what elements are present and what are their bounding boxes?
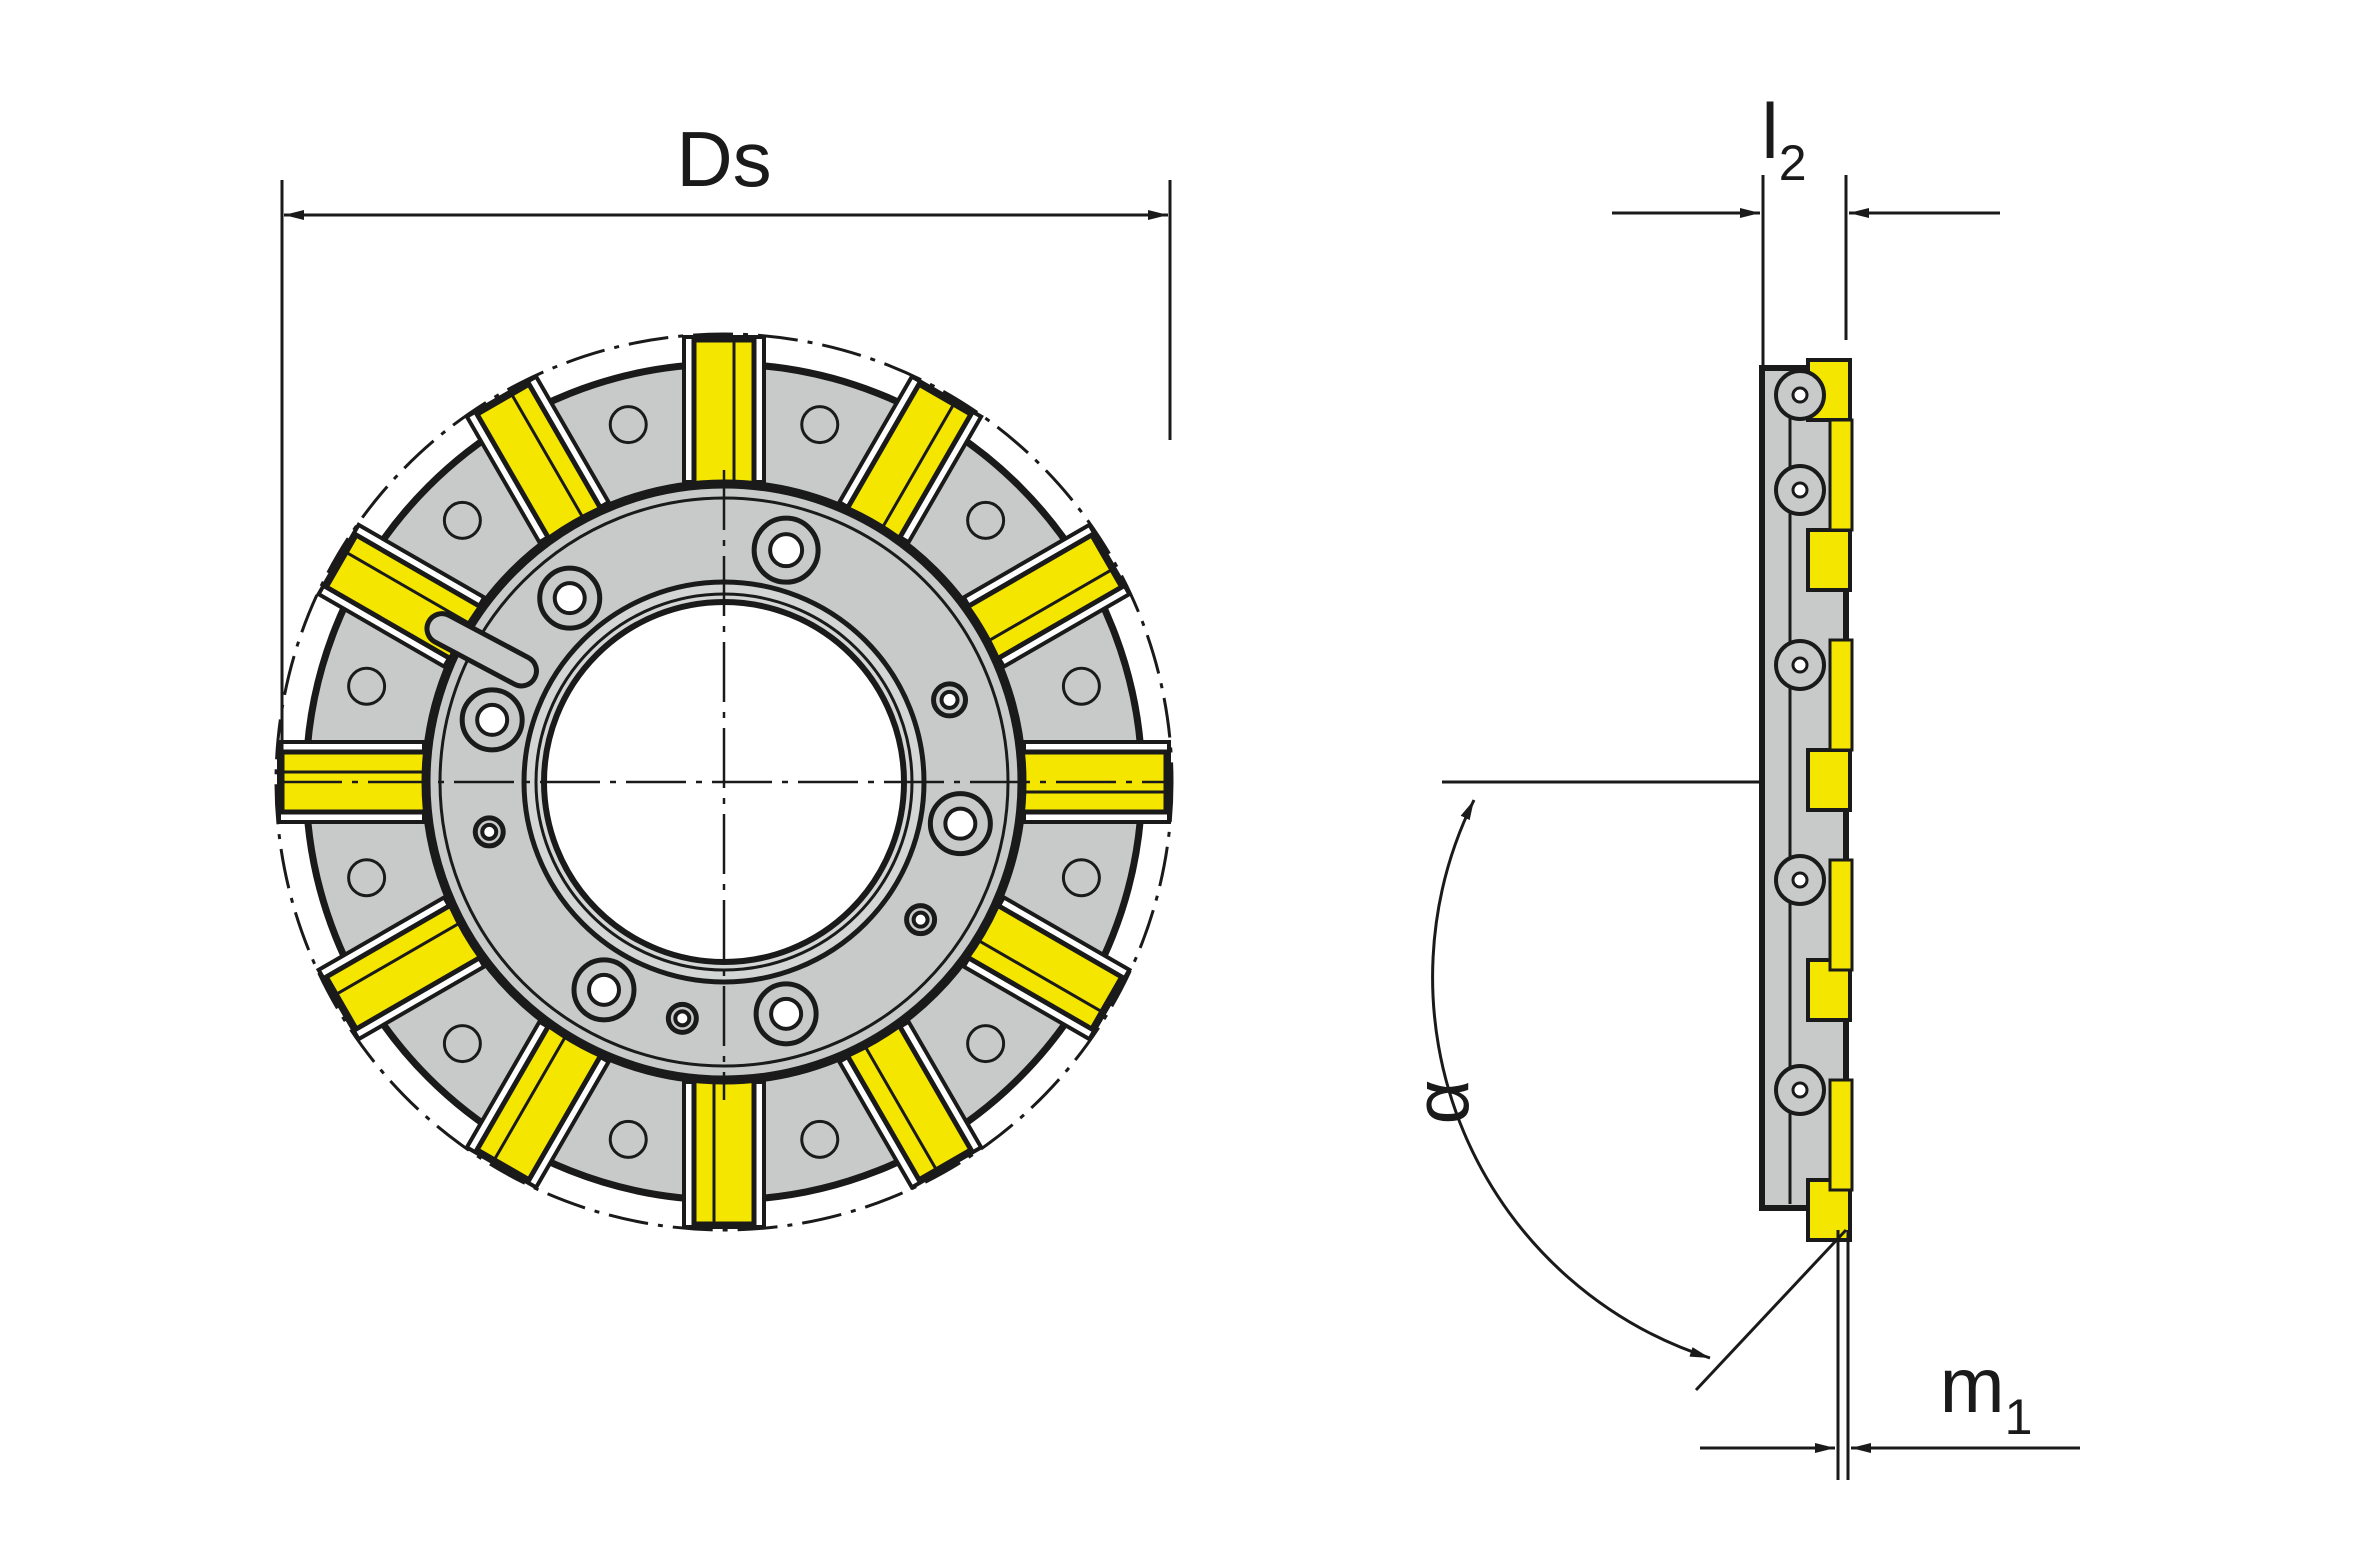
bolt-hole-center bbox=[911, 910, 930, 929]
side-screw-center bbox=[1791, 1081, 1809, 1099]
relief-hole bbox=[442, 1024, 482, 1064]
alpha-label: α bbox=[1397, 1079, 1485, 1124]
insert-edge-line bbox=[978, 939, 1101, 1012]
side-insert-edge bbox=[1828, 858, 1854, 972]
insert-edge-line bbox=[988, 569, 1111, 642]
side-screw-center bbox=[1791, 871, 1809, 889]
relief-hole bbox=[1061, 666, 1101, 706]
insert-edge-line bbox=[347, 552, 470, 625]
side-screw-center bbox=[1791, 481, 1809, 499]
relief-hole bbox=[966, 1024, 1006, 1064]
angle-dimension: α bbox=[1397, 780, 1848, 1392]
side-view bbox=[1759, 358, 1854, 1242]
width-dimension: l2 bbox=[1612, 87, 2000, 365]
front-view bbox=[274, 332, 1174, 1232]
bolt-hole-center bbox=[769, 996, 804, 1031]
bolt-hole-center bbox=[480, 822, 499, 841]
insert-edge-line bbox=[864, 1046, 937, 1169]
cutting-envelope-circle bbox=[274, 332, 1174, 1232]
side-screw-center bbox=[1791, 386, 1809, 404]
side-insert-edge bbox=[1828, 638, 1854, 752]
insert bbox=[958, 894, 1133, 1042]
relief-hole bbox=[442, 500, 482, 540]
ds-label: Ds bbox=[676, 115, 771, 203]
side-insert bbox=[1806, 528, 1852, 592]
m1-label: m1 bbox=[1940, 1341, 2033, 1445]
relief-hole bbox=[608, 405, 648, 445]
insert-edge-line bbox=[494, 1036, 567, 1159]
insert-edge-line bbox=[881, 405, 954, 528]
insert-edge-line bbox=[337, 922, 460, 995]
bolt-hole-center bbox=[587, 972, 621, 1007]
l2-label: l2 bbox=[1761, 87, 1806, 191]
angle-arc bbox=[1431, 799, 1711, 1360]
relief-hole bbox=[966, 500, 1006, 540]
side-insert-group bbox=[1806, 358, 1854, 1242]
insert-blade bbox=[691, 337, 757, 493]
relief-hole bbox=[608, 1119, 648, 1159]
side-insert-edge bbox=[1828, 418, 1854, 532]
relief-hole bbox=[800, 405, 840, 445]
drive-slot bbox=[424, 611, 539, 689]
side-insert-edge bbox=[1828, 1078, 1854, 1192]
bolt-holes bbox=[459, 515, 993, 1047]
relief-hole bbox=[1061, 858, 1101, 898]
bolt-hole-center bbox=[768, 532, 805, 569]
bolt-hole-center bbox=[673, 1009, 692, 1028]
insert bbox=[682, 335, 766, 493]
side-insert bbox=[1806, 748, 1852, 812]
insert-edge-line bbox=[511, 395, 584, 518]
offset-dimension: m1 bbox=[1700, 1230, 2080, 1480]
side-screw-center bbox=[1791, 656, 1809, 674]
bolt-hole-center bbox=[939, 689, 960, 710]
bolt-hole-center bbox=[475, 702, 510, 737]
bolt-hole-center bbox=[552, 581, 587, 616]
insert bbox=[464, 373, 612, 548]
diameter-dimension: Ds bbox=[280, 115, 1172, 780]
bolt-hole-center bbox=[943, 806, 978, 841]
relief-hole bbox=[347, 666, 387, 706]
side-screw-group bbox=[1774, 369, 1826, 1116]
outer-ring-holes bbox=[347, 405, 1101, 1159]
relief-hole bbox=[800, 1119, 840, 1159]
relief-hole bbox=[347, 858, 387, 898]
angle-leg-line bbox=[1694, 1228, 1848, 1392]
